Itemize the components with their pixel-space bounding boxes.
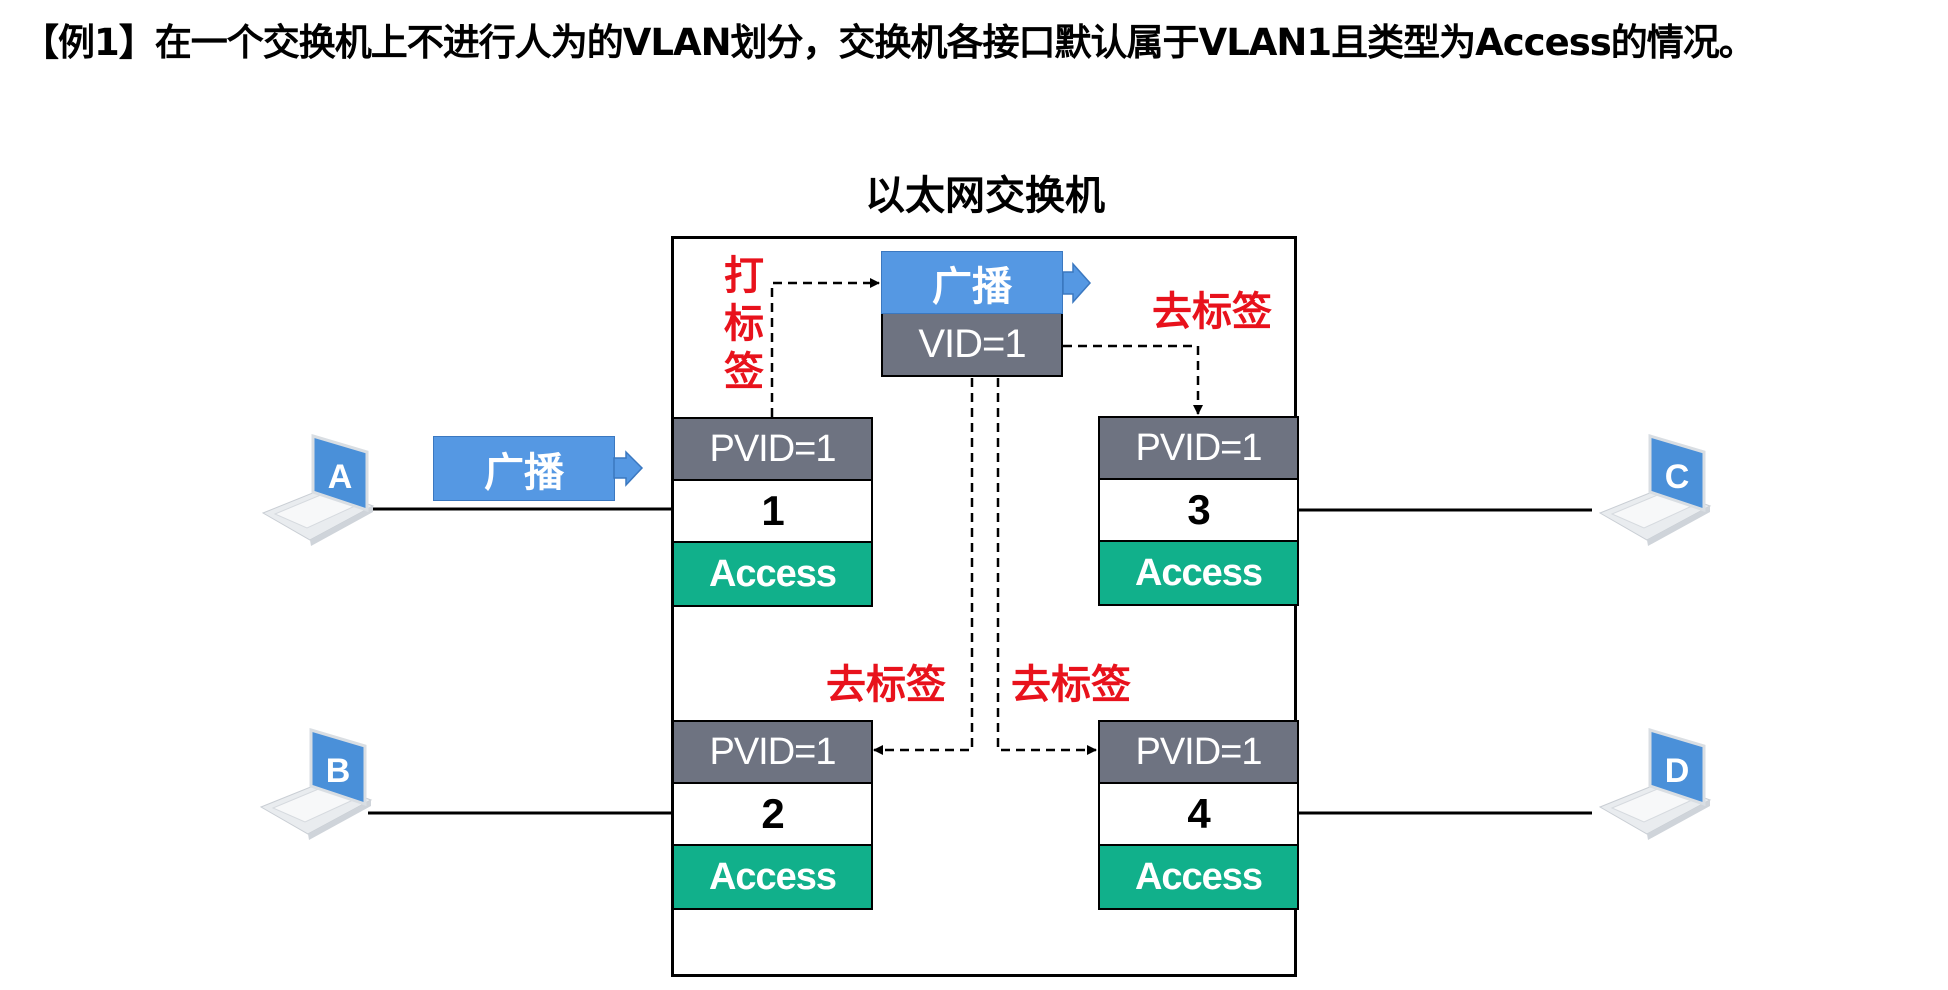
host-b-label: B bbox=[326, 752, 351, 790]
tag-char: 签 bbox=[724, 349, 764, 395]
laptop-icon: D bbox=[1598, 727, 1712, 840]
untag-annotation-port3: 去标签 bbox=[1152, 289, 1272, 335]
port-2: PVID=1 2 Access bbox=[672, 720, 873, 910]
laptop-icon: A bbox=[261, 433, 375, 546]
tagged-frame-label: 广播 bbox=[881, 251, 1063, 314]
port-1: PVID=1 1 Access bbox=[672, 417, 873, 607]
host-a-label: A bbox=[328, 458, 353, 496]
port-2-pvid: PVID=1 bbox=[674, 722, 871, 784]
host-d-label: D bbox=[1665, 752, 1690, 790]
tag-char: 打 bbox=[724, 253, 764, 299]
page-heading: 【例1】在一个交换机上不进行人为的VLAN划分，交换机各接口默认属于VLAN1且… bbox=[22, 21, 1756, 64]
laptop-icon: C bbox=[1598, 433, 1712, 546]
tagged-frame: 广播 VID=1 bbox=[881, 251, 1063, 377]
switch-title: 以太网交换机 bbox=[865, 173, 1105, 219]
port-1-pvid: PVID=1 bbox=[674, 419, 871, 481]
host-d-laptop: D bbox=[1592, 722, 1717, 842]
host-c-label: C bbox=[1665, 458, 1690, 496]
port-4: PVID=1 4 Access bbox=[1098, 720, 1299, 910]
untag-annotation-port4: 去标签 bbox=[1011, 662, 1131, 708]
incoming-frame-label: 广播 bbox=[433, 436, 615, 501]
incoming-frame-arrowhead bbox=[613, 450, 644, 487]
port-2-type: Access bbox=[674, 846, 871, 908]
port-4-pvid: PVID=1 bbox=[1100, 722, 1297, 784]
port-1-number: 1 bbox=[674, 481, 871, 543]
port-4-type: Access bbox=[1100, 846, 1297, 908]
host-c-laptop: C bbox=[1592, 428, 1717, 548]
port-4-number: 4 bbox=[1100, 784, 1297, 846]
laptop-icon: B bbox=[259, 727, 373, 840]
port-3-number: 3 bbox=[1100, 480, 1297, 542]
host-a-laptop: A bbox=[255, 428, 380, 548]
port-3: PVID=1 3 Access bbox=[1098, 416, 1299, 606]
port-3-pvid: PVID=1 bbox=[1100, 418, 1297, 480]
tag-annotation: 打 标 签 bbox=[722, 252, 766, 396]
tag-char: 标 bbox=[724, 301, 764, 347]
incoming-broadcast-frame: 广播 bbox=[433, 436, 615, 501]
untag-annotation-port2: 去标签 bbox=[826, 662, 946, 708]
port-3-type: Access bbox=[1100, 542, 1297, 604]
port-1-type: Access bbox=[674, 543, 871, 605]
vlan-tag-vid: VID=1 bbox=[881, 314, 1063, 377]
host-b-laptop: B bbox=[253, 722, 378, 842]
port-2-number: 2 bbox=[674, 784, 871, 846]
